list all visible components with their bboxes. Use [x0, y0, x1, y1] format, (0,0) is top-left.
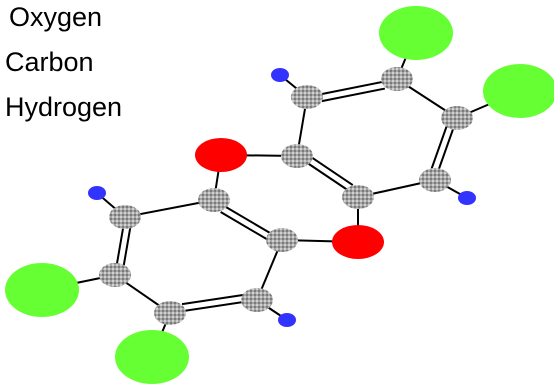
carbon-atom [441, 106, 473, 130]
carbon-atom [198, 188, 230, 212]
chlorine-atom [5, 263, 79, 317]
carbon-atom [241, 288, 273, 312]
oxygen-atom [332, 225, 384, 259]
legend-oxygen: Oxygen [9, 2, 103, 32]
carbon-atom [109, 205, 141, 229]
carbon-atom [342, 185, 374, 209]
chlorine-atom [483, 64, 554, 118]
oxygen-atom [195, 138, 247, 172]
chlorine-atom [379, 6, 453, 60]
bond-c4-c5-inner [430, 124, 449, 169]
carbon-atom [419, 168, 451, 192]
bond-c8-c9-inner [181, 294, 244, 306]
carbon-atom [281, 144, 313, 168]
carbon-atom [381, 67, 413, 91]
bond-c10-c11-inner [122, 226, 132, 268]
carbon-atom [154, 301, 186, 325]
legend-hydrogen: Hydrogen [5, 92, 123, 122]
hydrogen-atom [278, 313, 296, 327]
hydrogen-atom [458, 191, 476, 205]
carbon-atom [99, 263, 131, 287]
atoms-layer [5, 6, 554, 384]
chlorine-atom [115, 330, 189, 384]
hydrogen-atom [88, 186, 106, 200]
bond-c12-c7-inner [220, 211, 269, 241]
bond-c6-c1-inner [309, 155, 354, 186]
carbon-atom [266, 228, 298, 252]
legend-carbon: Carbon [5, 47, 94, 77]
bond-c2-c3-inner [321, 87, 386, 103]
hydrogen-atom [271, 68, 289, 82]
carbon-atom [291, 85, 323, 109]
